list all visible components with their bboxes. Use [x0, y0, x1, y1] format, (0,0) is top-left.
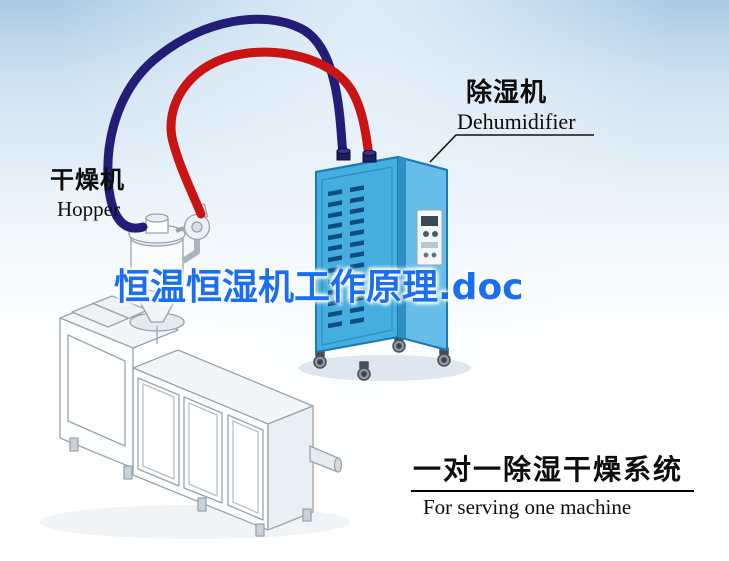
supply-air-pipe [166, 47, 374, 219]
dehumidifier-vents [328, 185, 364, 329]
caster-wheels [313, 333, 451, 381]
return-air-pipe [103, 14, 348, 233]
hopper-illustration [128, 203, 211, 344]
blower [175, 203, 211, 264]
caption-en: For serving one machine [423, 495, 632, 519]
extruder-illustration [59, 295, 343, 537]
control-panel [416, 209, 443, 266]
dehumidifier-label-zh: 除湿机 [466, 78, 548, 108]
document-title-watermark: 恒温恒湿机工作原理.doc [114, 267, 524, 308]
hose-connectors [336, 147, 377, 163]
dehumidifier-pointer-line [429, 134, 594, 163]
air-pipes [103, 14, 374, 233]
dehumidifier-illustration [313, 156, 451, 381]
dehumidifier-label-en: Dehumidifier [457, 109, 576, 134]
hopper-label-zh: 干燥机 [50, 166, 125, 194]
caption-zh: 一对一除湿干燥系统 [413, 453, 684, 486]
caption-divider [411, 490, 694, 492]
hopper-label-en: Hopper [57, 197, 120, 221]
